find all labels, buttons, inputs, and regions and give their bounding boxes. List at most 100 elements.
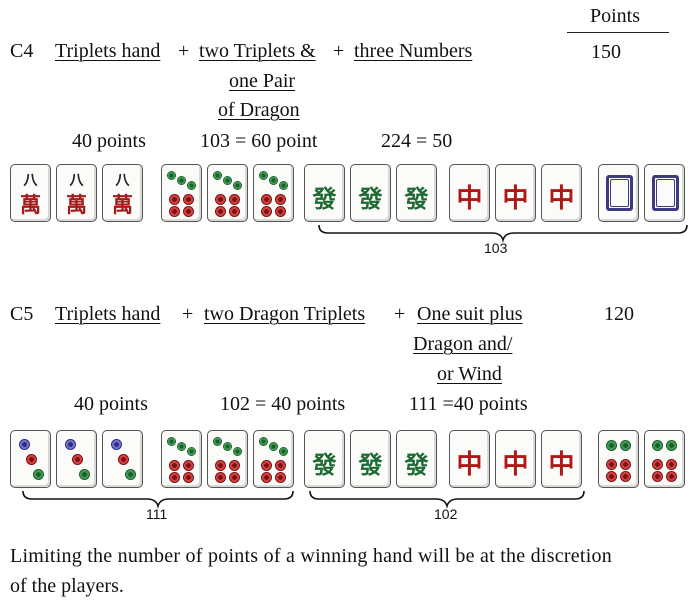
tile-dot bbox=[279, 181, 288, 190]
tile-dot bbox=[652, 459, 663, 470]
tile-dot bbox=[261, 194, 272, 205]
tile-seven-dots bbox=[161, 430, 202, 488]
tile-dot bbox=[26, 454, 37, 465]
tile-dot bbox=[269, 442, 278, 451]
tile-dot bbox=[169, 206, 180, 217]
tile-three-dots bbox=[102, 430, 143, 488]
tile-dot bbox=[652, 471, 663, 482]
c4-brace-label: 103 bbox=[484, 240, 508, 256]
tile-glyph: 發 bbox=[358, 450, 383, 479]
tile-green-dragon: 發 bbox=[350, 164, 391, 222]
tile-eight-wan: 八 萬 bbox=[10, 164, 51, 222]
c5-code: C5 bbox=[10, 303, 34, 325]
tile-dot bbox=[65, 439, 76, 450]
tile-dot bbox=[233, 447, 242, 456]
tile-dot bbox=[259, 437, 268, 446]
tile-dot bbox=[261, 460, 272, 471]
c4-calc-3: 224 = 50 bbox=[381, 130, 453, 152]
c5-part-triplets-hand: Triplets hand bbox=[55, 303, 161, 325]
tile-eight-wan: 八 萬 bbox=[56, 164, 97, 222]
tile-red-dragon: 中 bbox=[449, 164, 490, 222]
tile-dot bbox=[620, 471, 631, 482]
tile-three-dots bbox=[56, 430, 97, 488]
tile-glyph: 中 bbox=[456, 184, 483, 214]
c5-brace-right-label: 102 bbox=[434, 506, 458, 522]
c4-line3: of Dragon bbox=[218, 99, 300, 121]
c5-plus-2: + bbox=[394, 303, 406, 325]
tile-glyph: 發 bbox=[312, 450, 337, 479]
c4-plus-1: + bbox=[178, 40, 190, 62]
tile-dot bbox=[19, 439, 30, 450]
tile-red-dragon: 中 bbox=[541, 164, 582, 222]
tile-dot bbox=[279, 447, 288, 456]
tile-glyph: 發 bbox=[358, 184, 383, 213]
tile-glyph: 八 bbox=[69, 173, 84, 189]
tile-dot bbox=[223, 176, 232, 185]
tile-dot bbox=[177, 176, 186, 185]
tile-green-dragon: 發 bbox=[304, 430, 345, 488]
tile-dot bbox=[229, 460, 240, 471]
tile-glyph: 中 bbox=[502, 450, 529, 480]
footer-line-1: Limiting the number of points of a winni… bbox=[10, 545, 613, 567]
c5-calc-1: 40 points bbox=[74, 393, 148, 415]
tile-dot bbox=[261, 472, 272, 483]
tile-red-dragon: 中 bbox=[495, 164, 536, 222]
c5-brace-right bbox=[309, 490, 585, 509]
c5-line2: Dragon and/ bbox=[413, 333, 513, 355]
tile-seven-dots bbox=[207, 430, 248, 488]
tile-glyph: 八 bbox=[115, 173, 130, 189]
white-dragon-frame bbox=[610, 179, 629, 207]
c5-line3: or Wind bbox=[437, 363, 502, 385]
footer-line-2: of the players. bbox=[10, 575, 124, 597]
tile-glyph: 萬 bbox=[112, 192, 133, 217]
tile-seven-dots bbox=[253, 430, 294, 488]
tile-dot bbox=[275, 472, 286, 483]
tile-dot bbox=[125, 469, 136, 480]
tile-dot bbox=[275, 460, 286, 471]
white-dragon-frame bbox=[606, 175, 633, 211]
tile-glyph: 中 bbox=[548, 450, 575, 480]
c4-part-three-numbers: three Numbers bbox=[354, 40, 473, 62]
tile-glyph: 發 bbox=[312, 184, 337, 213]
tile-dot bbox=[177, 442, 186, 451]
tile-dot bbox=[215, 472, 226, 483]
tile-dot bbox=[229, 472, 240, 483]
tile-dot bbox=[233, 181, 242, 190]
points-column-header: Points bbox=[590, 5, 641, 27]
tile-dot bbox=[213, 437, 222, 446]
tile-eight-wan: 八 萬 bbox=[102, 164, 143, 222]
tile-dot bbox=[167, 437, 176, 446]
tile-dot bbox=[169, 460, 180, 471]
tile-green-dragon: 發 bbox=[396, 430, 437, 488]
tile-dot bbox=[223, 442, 232, 451]
tile-glyph: 八 bbox=[23, 173, 38, 189]
c5-brace-left-label: 111 bbox=[146, 506, 168, 522]
c4-code: C4 bbox=[10, 40, 34, 62]
tile-white-dragon bbox=[644, 164, 685, 222]
tile-white-dragon bbox=[598, 164, 639, 222]
c5-part-one-suit-plus: One suit plus bbox=[417, 303, 523, 325]
tile-dot bbox=[620, 440, 631, 451]
tile-dot bbox=[118, 454, 129, 465]
c4-part-two-triplets: two Triplets & bbox=[199, 40, 316, 62]
tile-seven-dots bbox=[207, 164, 248, 222]
tile-glyph: 萬 bbox=[20, 192, 41, 217]
c4-points: 150 bbox=[591, 41, 621, 63]
tile-dot bbox=[269, 176, 278, 185]
tile-green-dragon: 發 bbox=[304, 164, 345, 222]
tile-dot bbox=[187, 447, 196, 456]
tile-dot bbox=[275, 194, 286, 205]
tile-dot bbox=[72, 454, 83, 465]
c4-calc-1: 40 points bbox=[72, 130, 146, 152]
tile-dot bbox=[183, 206, 194, 217]
tile-red-dragon: 中 bbox=[495, 430, 536, 488]
tile-dot bbox=[261, 206, 272, 217]
tile-green-dragon: 發 bbox=[396, 164, 437, 222]
tile-dot bbox=[183, 460, 194, 471]
tile-four-dots bbox=[644, 430, 685, 488]
tile-dot bbox=[606, 440, 617, 451]
points-header-rule bbox=[567, 32, 669, 33]
c5-part-two-dragon-triplets: two Dragon Triplets bbox=[204, 303, 366, 325]
c4-plus-2: + bbox=[333, 40, 345, 62]
tile-dot bbox=[183, 194, 194, 205]
